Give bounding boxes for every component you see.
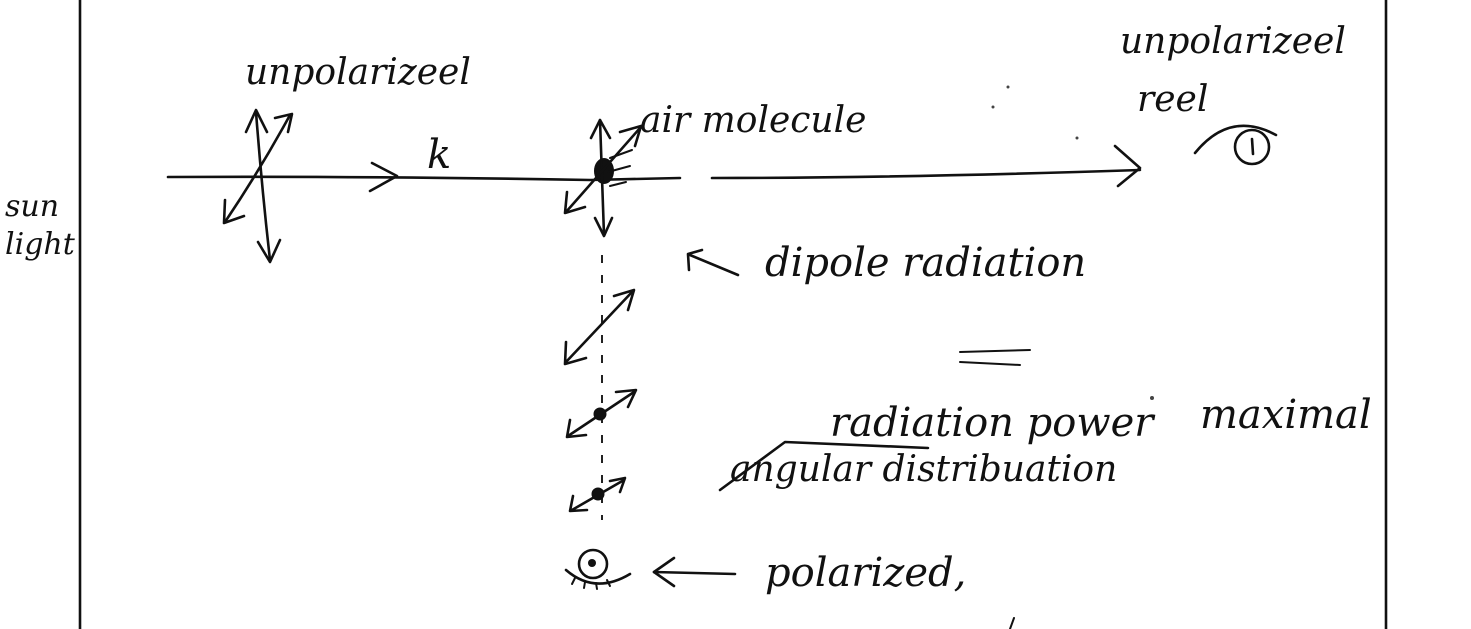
- label-red: reel: [1137, 79, 1209, 120]
- label-dipole-radiation: dipole radiation: [765, 240, 1087, 286]
- dipole-radiation-arrow: [686, 248, 740, 277]
- stray-dot: [1150, 396, 1154, 400]
- beam-arrowhead: [368, 161, 399, 193]
- label-radiation-power: radiation power: [830, 400, 1154, 446]
- eye-icon: [1193, 124, 1278, 166]
- label-polarized: polarized,: [765, 550, 967, 596]
- transmitted-beam-line: [710, 168, 1142, 180]
- label-k: k: [427, 132, 452, 178]
- stray-mark: [959, 349, 1031, 353]
- stray-dot: [991, 105, 995, 109]
- incoming-beam-line: [166, 175, 682, 182]
- angular-distribution-bracket: [718, 440, 930, 492]
- label-unpolarized-right: unpolarizeel: [1120, 21, 1346, 62]
- unpolarized-field-arrows-left: [222, 108, 294, 264]
- air-molecule-dipole: [563, 118, 643, 238]
- label-angular-distribution: angular distribuation: [730, 449, 1118, 490]
- transmitted-beam-arrowhead: [1113, 144, 1142, 188]
- comma-tail: [1009, 617, 1015, 629]
- eye-icon: [564, 548, 632, 590]
- polarized-arrow: [652, 556, 737, 588]
- label-sun: sun: [5, 189, 60, 224]
- stray-mark: [959, 361, 1021, 366]
- stray-dot: [1075, 136, 1079, 140]
- label-air-molecule: air molecule: [640, 100, 867, 141]
- polarized-field-arrows: [563, 288, 638, 513]
- label-unpolarized-left: unpolarizeel: [245, 52, 471, 93]
- stray-dot: [1006, 85, 1010, 89]
- label-maximal: maximal: [1200, 392, 1372, 438]
- label-light: light: [5, 227, 75, 262]
